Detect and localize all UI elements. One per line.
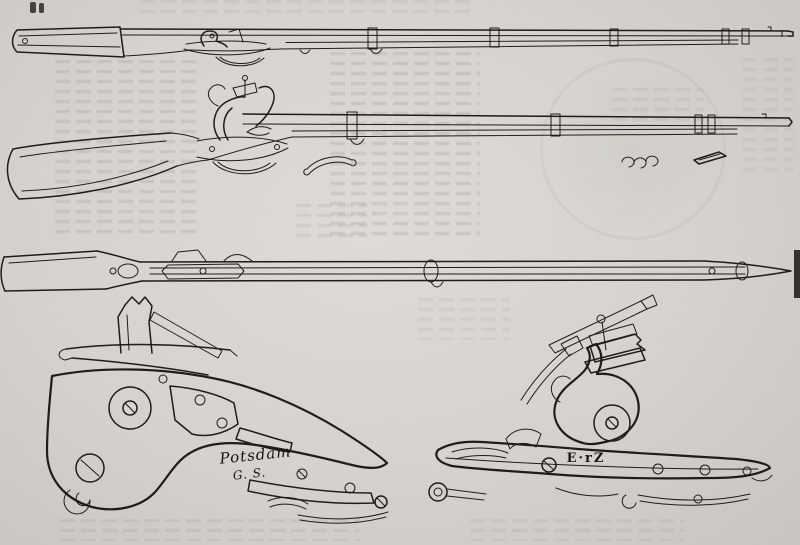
buttstock <box>0 250 143 292</box>
muzzle <box>703 260 792 281</box>
page-bleedthrough-text <box>330 52 480 240</box>
tumbler <box>108 386 152 430</box>
pan <box>451 428 542 460</box>
trigger-guard <box>215 56 265 67</box>
barrel-bands <box>346 111 716 145</box>
page-bleedthrough-figure <box>540 58 726 240</box>
lock-left-drawing: Potsdam G. S. <box>45 296 389 524</box>
detached-spring <box>548 294 658 354</box>
corner-ink-mark <box>30 2 44 13</box>
cock-with-flint <box>550 314 646 446</box>
sear-arm <box>235 427 293 453</box>
barrel <box>119 28 789 57</box>
page-bleedthrough-text <box>140 0 470 13</box>
musket-top-drawing <box>11 26 794 67</box>
lock <box>196 75 289 162</box>
lower-fittings <box>555 487 751 509</box>
vent-pick-tool <box>693 151 727 165</box>
flat-spring <box>149 311 223 359</box>
lock <box>183 28 271 56</box>
open-frizzen <box>520 335 584 405</box>
lock-plate <box>45 368 389 515</box>
detached-parts-drawing <box>303 151 727 176</box>
page-bleedthrough-text <box>470 519 685 541</box>
page-bleedthrough-text <box>296 204 368 240</box>
page-bleedthrough-text <box>55 60 200 235</box>
stock-and-barrel <box>109 249 746 282</box>
trigger-assembly <box>247 468 389 524</box>
sling-swivel-part <box>303 156 357 176</box>
lock-left-inscription-initials: G. S. <box>232 465 267 482</box>
bridle <box>158 374 239 437</box>
buttstock <box>6 132 293 200</box>
barrel-band <box>423 259 444 288</box>
buttstock <box>11 26 125 58</box>
side-screw <box>75 453 105 483</box>
lock-right-inscription: E·rZ <box>567 451 606 466</box>
frizzen <box>246 85 275 136</box>
cock <box>207 75 258 141</box>
barrel-bands <box>299 27 750 54</box>
musket-middle-drawing <box>6 75 793 200</box>
scan-edge-mark <box>794 250 800 298</box>
trigger-guard <box>212 161 277 175</box>
lock-plate <box>435 440 773 482</box>
small-fittings <box>621 155 659 169</box>
barrel <box>242 113 793 138</box>
page-bleedthrough-text <box>60 519 360 541</box>
lock-right-drawing: E·rZ <box>428 294 773 509</box>
plate-screws <box>541 457 752 476</box>
page-bleedthrough-text <box>418 298 510 340</box>
musket-bottom-drawing <box>0 249 792 292</box>
mainspring <box>58 343 238 376</box>
lock-left-inscription: Potsdam <box>218 442 292 468</box>
muzzle <box>767 26 794 37</box>
ring-fitting <box>428 482 487 502</box>
